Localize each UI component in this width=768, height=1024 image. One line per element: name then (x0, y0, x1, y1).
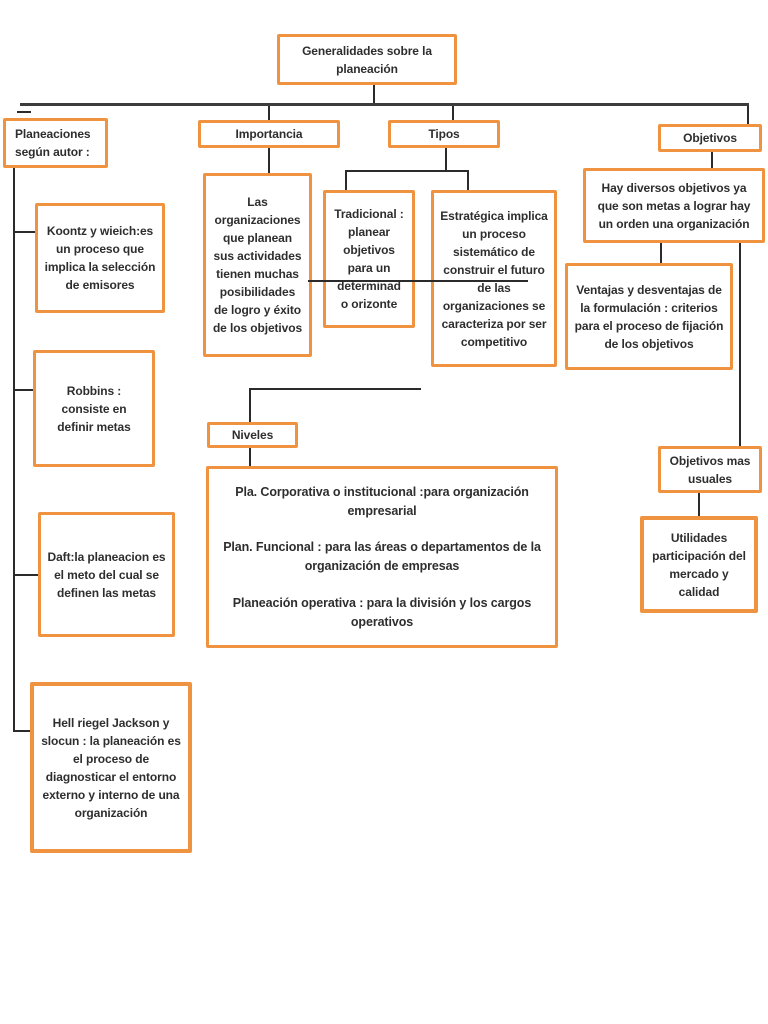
node-label: Niveles (231, 428, 274, 442)
node-tipos: Tipos (388, 120, 500, 148)
connector-line (249, 388, 251, 422)
node-koontz: Koontz y wieich:es un proceso que implic… (35, 203, 165, 313)
node-label: Ventajas y desventajas de la formulación… (574, 282, 724, 351)
niveles-item-funcional: Plan. Funcional : para las áreas o depar… (223, 540, 541, 573)
node-robbins: Robbins : consiste en definir metas (33, 350, 155, 467)
connector-line (711, 152, 713, 168)
connector-line (452, 106, 454, 122)
node-estrategica: Estratégica implica un proceso sistemáti… (431, 190, 557, 367)
node-label: Objetivos mas usuales (669, 453, 751, 486)
node-tradicional: Tradicional : planear objetivos para un … (323, 190, 415, 328)
node-label: Koontz y wieich:es un proceso que implic… (44, 224, 156, 292)
connector-line (13, 168, 15, 732)
connector-bus-line (20, 103, 749, 106)
node-utilidades: Utilidades participación del mercado y c… (640, 516, 758, 613)
connector-line (249, 447, 251, 466)
connector-line (13, 231, 35, 233)
connector-tick (17, 111, 31, 113)
node-ventajas-desventajas: Ventajas y desventajas de la formulación… (565, 263, 733, 370)
node-hay-diversos-objetivos: Hay diversos objetivos ya que son metas … (583, 168, 765, 243)
connector-line (249, 388, 421, 390)
connector-line (13, 730, 30, 732)
node-las-organizaciones: Las organizaciones que planean sus activ… (203, 173, 312, 357)
node-hellriegel: Hell riegel Jackson y slocun : la planea… (30, 682, 192, 853)
node-label: Daft:la planeacion es el meto del cual s… (47, 549, 166, 600)
node-label: Estratégica implica un proceso sistemáti… (440, 208, 548, 349)
node-label: Planeaciones según autor : (15, 127, 91, 159)
node-objetivos: Objetivos (658, 124, 762, 152)
node-planeaciones-segun-autor: Planeaciones según autor : (3, 118, 108, 168)
connector-line (698, 493, 700, 516)
connector-crossing-line (308, 280, 528, 282)
node-objetivos-mas-usuales: Objetivos mas usuales (658, 446, 762, 493)
node-label: Hell riegel Jackson y slocun : la planea… (41, 715, 181, 820)
connector-line (268, 148, 270, 174)
connector-line (739, 243, 741, 446)
node-label: Hay diversos objetivos ya que son metas … (597, 180, 751, 231)
node-label: Tipos (428, 127, 460, 141)
node-daft: Daft:la planeacion es el meto del cual s… (38, 512, 175, 637)
node-importancia: Importancia (198, 120, 340, 148)
node-main-title: Generalidades sobre la planeación (277, 34, 457, 85)
connector-line (13, 389, 33, 391)
node-niveles-detail: Pla. Corporativa o institucional :para o… (206, 466, 558, 648)
connector-line (345, 170, 469, 172)
connector-line (660, 243, 662, 263)
connector-line (373, 85, 375, 106)
node-label: Objetivos (683, 131, 737, 145)
connector-line (747, 106, 749, 126)
node-label: Las organizaciones que planean sus activ… (212, 195, 303, 335)
connector-line (268, 106, 270, 122)
node-label: Generalidades sobre la planeación (302, 43, 432, 76)
connector-line (445, 148, 447, 172)
node-label: Utilidades participación del mercado y c… (652, 530, 746, 599)
niveles-item-corporativa: Pla. Corporativa o institucional :para o… (235, 484, 529, 518)
connector-line (467, 170, 469, 191)
connector-line (13, 574, 38, 576)
node-label: Robbins : consiste en definir metas (57, 383, 131, 434)
node-niveles: Niveles (207, 422, 298, 448)
node-label: Importancia (235, 127, 303, 141)
niveles-item-operativa: Planeación operativa : para la división … (232, 595, 532, 629)
node-label: Tradicional : planear objetivos para un … (334, 207, 404, 311)
connector-line (345, 170, 347, 191)
